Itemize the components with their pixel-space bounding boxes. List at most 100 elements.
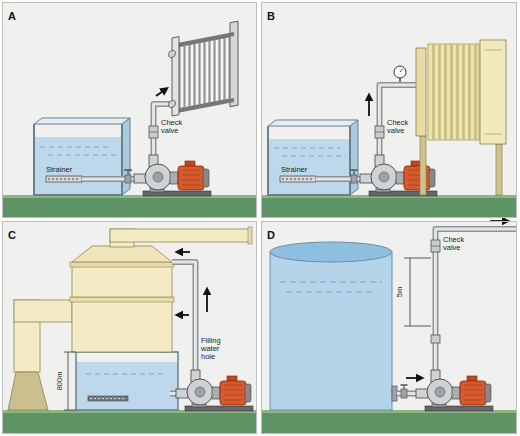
dimension-line bbox=[410, 258, 411, 326]
water-tank bbox=[86, 374, 166, 375]
pressure-gauge bbox=[394, 66, 406, 78]
pressure-gauge bbox=[400, 69, 403, 73]
storage-tank bbox=[270, 252, 392, 410]
pipe bbox=[172, 262, 196, 372]
plate-heat-exchanger bbox=[205, 41, 209, 104]
part-label: Check valve bbox=[161, 119, 187, 135]
plate-heat-exchanger bbox=[210, 40, 214, 103]
pump bbox=[416, 370, 493, 411]
pipe bbox=[397, 391, 418, 397]
pipe bbox=[436, 229, 518, 372]
check-valve bbox=[431, 335, 440, 343]
check-valve bbox=[431, 240, 440, 252]
gate-valve bbox=[401, 384, 408, 386]
pipe bbox=[392, 229, 517, 401]
pipe bbox=[392, 386, 397, 401]
panel-letter: A bbox=[8, 10, 16, 22]
part-label: Filling water hole bbox=[201, 337, 225, 361]
plate-heat-exchanger bbox=[180, 46, 184, 109]
filter-press bbox=[458, 44, 463, 140]
open-tank bbox=[40, 147, 110, 148]
filter-press bbox=[470, 44, 475, 140]
panel-frame: A bbox=[2, 2, 257, 218]
dimension-line bbox=[64, 410, 76, 411]
flow-arrow bbox=[368, 96, 370, 116]
plate-heat-exchanger bbox=[190, 44, 194, 107]
scrubber-tower bbox=[72, 300, 172, 352]
filter-press bbox=[416, 48, 426, 136]
plate-heat-exchanger bbox=[169, 21, 239, 119]
part-label: Check valve bbox=[387, 119, 413, 135]
open-tank bbox=[268, 120, 358, 126]
part-label: Strainer bbox=[46, 166, 72, 174]
scrubber-tower bbox=[248, 227, 252, 244]
plate-heat-exchanger bbox=[200, 42, 204, 105]
open-tank bbox=[122, 118, 130, 195]
scrubber-tower bbox=[70, 262, 174, 267]
filter-press bbox=[476, 44, 479, 140]
filter-press bbox=[452, 44, 457, 140]
plate-heat-exchanger bbox=[169, 50, 176, 58]
pipe bbox=[82, 176, 136, 182]
scrubber-tower bbox=[110, 229, 250, 242]
dimension-label: 800m bbox=[56, 372, 64, 391]
dimension-line bbox=[64, 352, 76, 353]
filter-press bbox=[480, 40, 506, 144]
storage-tank bbox=[270, 242, 392, 410]
filter-press bbox=[428, 44, 433, 140]
plate-heat-exchanger bbox=[225, 37, 229, 100]
storage-tank bbox=[280, 282, 382, 283]
strainer bbox=[46, 176, 82, 182]
scrubber-tower bbox=[72, 246, 172, 262]
floor-strip bbox=[261, 410, 517, 434]
strainer bbox=[280, 176, 316, 182]
open-tank bbox=[34, 118, 130, 124]
floor-strip bbox=[2, 195, 517, 434]
plate-heat-exchanger bbox=[215, 39, 219, 102]
flow-arrow bbox=[490, 220, 507, 222]
strainer bbox=[282, 179, 314, 180]
scrubber-tower bbox=[70, 297, 174, 302]
pump bbox=[176, 370, 253, 411]
flow-arrow bbox=[156, 89, 166, 96]
part-label: Strainer bbox=[281, 166, 307, 174]
gate-valve bbox=[124, 170, 132, 183]
floor-strip bbox=[2, 410, 257, 434]
check-valve bbox=[375, 126, 384, 138]
pipe bbox=[380, 85, 418, 157]
gate-valve bbox=[401, 389, 407, 398]
storage-tank bbox=[286, 292, 376, 293]
filter-press bbox=[484, 134, 502, 135]
water-tank bbox=[76, 347, 178, 410]
panel-frame: D bbox=[261, 221, 517, 434]
open-tank bbox=[350, 120, 358, 195]
open-tank bbox=[268, 126, 350, 195]
water-tank bbox=[76, 352, 178, 410]
open-tank bbox=[34, 124, 122, 195]
floor-strip bbox=[2, 195, 257, 218]
check-valve bbox=[149, 126, 158, 138]
gate-valve bbox=[350, 170, 358, 183]
check-valve bbox=[375, 126, 384, 138]
pipe bbox=[316, 176, 362, 182]
water-tank bbox=[88, 396, 128, 401]
part-label: Check valve bbox=[443, 236, 469, 252]
pipe bbox=[380, 85, 418, 157]
filter-press bbox=[496, 144, 502, 195]
flow-arrow bbox=[206, 290, 208, 312]
plate-heat-exchanger bbox=[185, 45, 189, 108]
dimension-line bbox=[64, 352, 76, 410]
pipe bbox=[172, 262, 196, 372]
open-tank bbox=[34, 137, 122, 195]
filter-press bbox=[464, 44, 469, 140]
filter-press bbox=[420, 136, 426, 195]
water-tank bbox=[90, 398, 126, 399]
gate-valve bbox=[125, 175, 131, 183]
open-tank bbox=[268, 139, 350, 195]
panel-frame: C bbox=[2, 221, 257, 434]
check-valve bbox=[375, 132, 384, 133]
panel-letter: D bbox=[267, 229, 275, 241]
